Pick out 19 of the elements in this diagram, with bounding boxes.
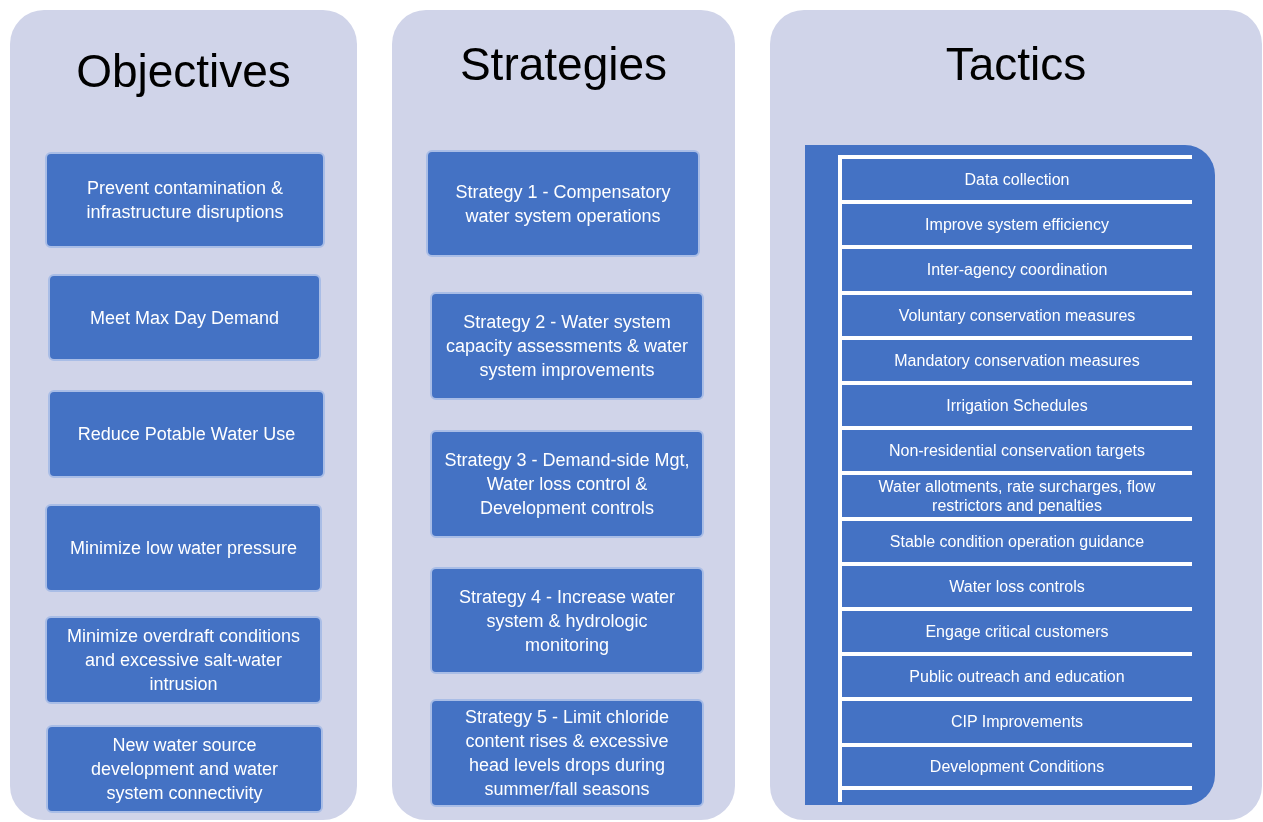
strategy-box: Strategy 2 - Water system capacity assessments & water system improvements [430,292,704,400]
strategy-box: Strategy 1 - Compensatory water system operations [426,150,700,257]
objective-box: Reduce Potable Water Use [48,390,325,478]
objective-box: New water source development and water system connectivity [46,725,323,813]
objective-box: Minimize low water pressure [45,504,322,592]
strategy-box: Strategy 5 - Limit chloride content rises & excessive head levels drops during summer/fall seasons [430,699,704,807]
column-heading: Objectives [75,44,292,98]
tactic-row: Water allotments, rate surcharges, flow restrictors and penalties [842,471,1192,517]
tactic-row: Development Conditions [842,742,1192,790]
strategy-box: Strategy 4 - Increase water system & hydrologic monitoring [430,567,704,674]
strategy-box: Strategy 3 - Demand-side Mgt, Water loss control & Development controls [430,430,704,538]
objective-box: Prevent contamination & infrastructure disruptions [45,152,325,248]
column-heading: Strategies [458,37,669,91]
column-panel [10,10,357,820]
objective-box: Meet Max Day Demand [48,274,321,361]
column-panel [770,10,1262,820]
objective-box: Minimize overdraft conditions and excessive salt-water intrusion [45,616,322,704]
column-panel [392,10,735,820]
column-heading: Tactics [944,37,1088,91]
